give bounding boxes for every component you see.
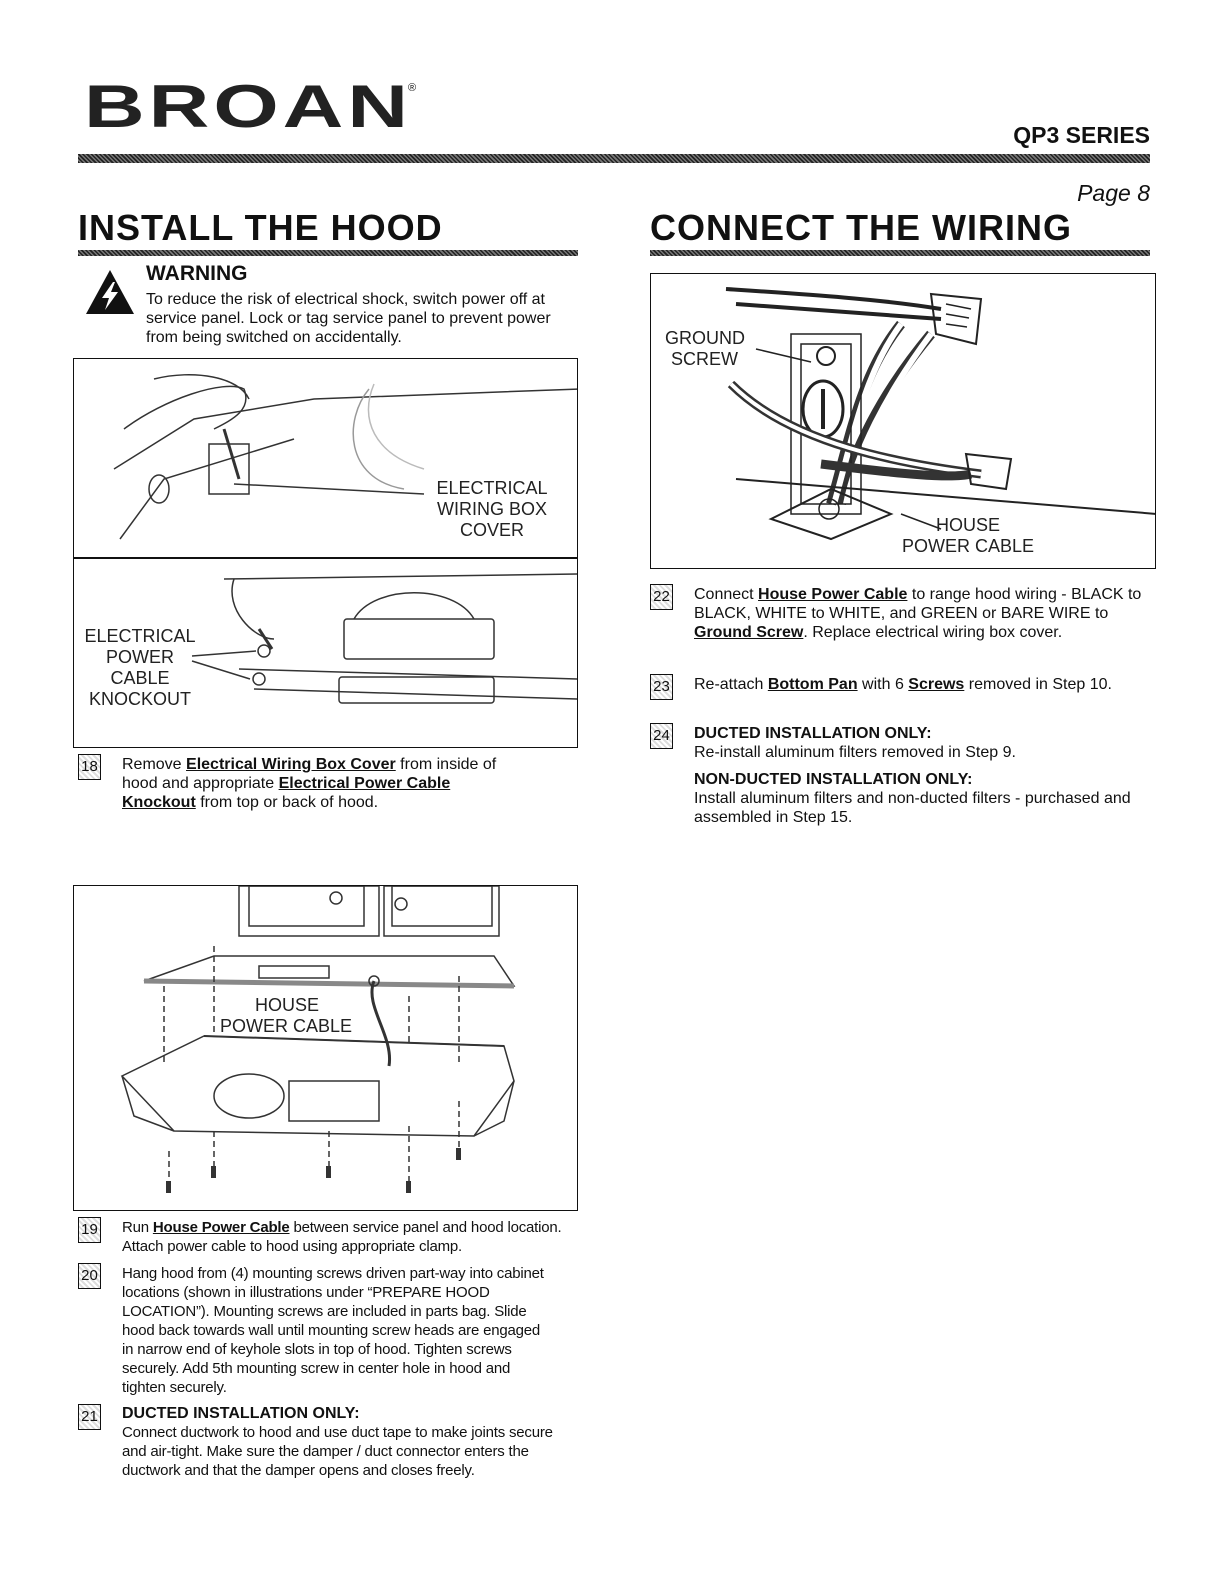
step-21-heading: DUCTED INSTALLATION ONLY: — [122, 1405, 360, 1422]
step-19-text: Run House Power Cable between service pa… — [122, 1219, 562, 1255]
step-22-text: Connect House Power Cable to range hood … — [694, 586, 1142, 641]
figure-hang-hood — [73, 885, 578, 1211]
label-house-power-cable-fig2: HOUSE — [255, 995, 320, 1015]
step-23-text: Re-attach Bottom Pan with 6 Screws remov… — [694, 676, 1112, 693]
step-number-20: 20 — [78, 1263, 101, 1289]
step-24-block: DUCTED INSTALLATION ONLY: Re-install alu… — [694, 724, 1149, 827]
figure-ground-screw — [650, 273, 1156, 569]
connect-wiring-title: CONNECT THE WIRING — [650, 207, 1072, 248]
series-label: QP3 SERIES — [1013, 122, 1150, 148]
label-electrical-power-cable-knockout: ELECTRICAL POWER CABLE KNOCKOUT — [84, 626, 196, 709]
step-number-22: 22 — [650, 584, 673, 610]
label-house-power-cable-fig2-line2: POWER CABLE — [220, 1016, 353, 1036]
warning-title: WARNING — [146, 262, 248, 285]
install-hood-title: INSTALL THE HOOD — [78, 207, 443, 248]
warning-icon — [84, 268, 136, 316]
label-electrical-wiring-box-cover: ELECTRICAL WIRING BOX COVER — [436, 478, 548, 540]
figure-wiring-box-cover — [73, 358, 578, 748]
step-number-18: 18 — [78, 754, 101, 780]
step-21-block: DUCTED INSTALLATION ONLY: Connect ductwo… — [122, 1404, 562, 1480]
step-number-23: 23 — [650, 674, 673, 700]
step-24-heading-nonducted: NON-DUCTED INSTALLATION ONLY: — [694, 771, 973, 788]
warning-text: To reduce the risk of electrical shock, … — [146, 291, 551, 346]
figure-divider — [73, 557, 578, 559]
left-title-rule — [78, 250, 578, 256]
header-rule — [78, 154, 1150, 163]
step-number-19: 19 — [78, 1217, 101, 1243]
step-24-heading-ducted: DUCTED INSTALLATION ONLY: — [694, 725, 932, 742]
step-18-text: Remove Electrical Wiring Box Cover from … — [122, 756, 497, 811]
step-21-text: Connect ductwork to hood and use duct ta… — [122, 1424, 553, 1479]
page-number: Page 8 — [1077, 180, 1150, 206]
step-24-text-ducted: Re-install aluminum filters removed in S… — [694, 744, 1016, 761]
label-ground-screw: GROUND SCREW — [665, 328, 745, 369]
brand-logo: BROAN — [84, 72, 412, 141]
step-number-24: 24 — [650, 723, 673, 749]
step-20-text: Hang hood from (4) mounting screws drive… — [122, 1265, 544, 1396]
label-house-power-cable-fig3: HOUSE POWER CABLE — [901, 515, 1035, 556]
step-24-text-nonducted: Install aluminum filters and non-ducted … — [694, 790, 1131, 826]
right-title-rule — [650, 250, 1150, 256]
registered-mark: ® — [408, 82, 417, 94]
step-number-21: 21 — [78, 1404, 101, 1430]
